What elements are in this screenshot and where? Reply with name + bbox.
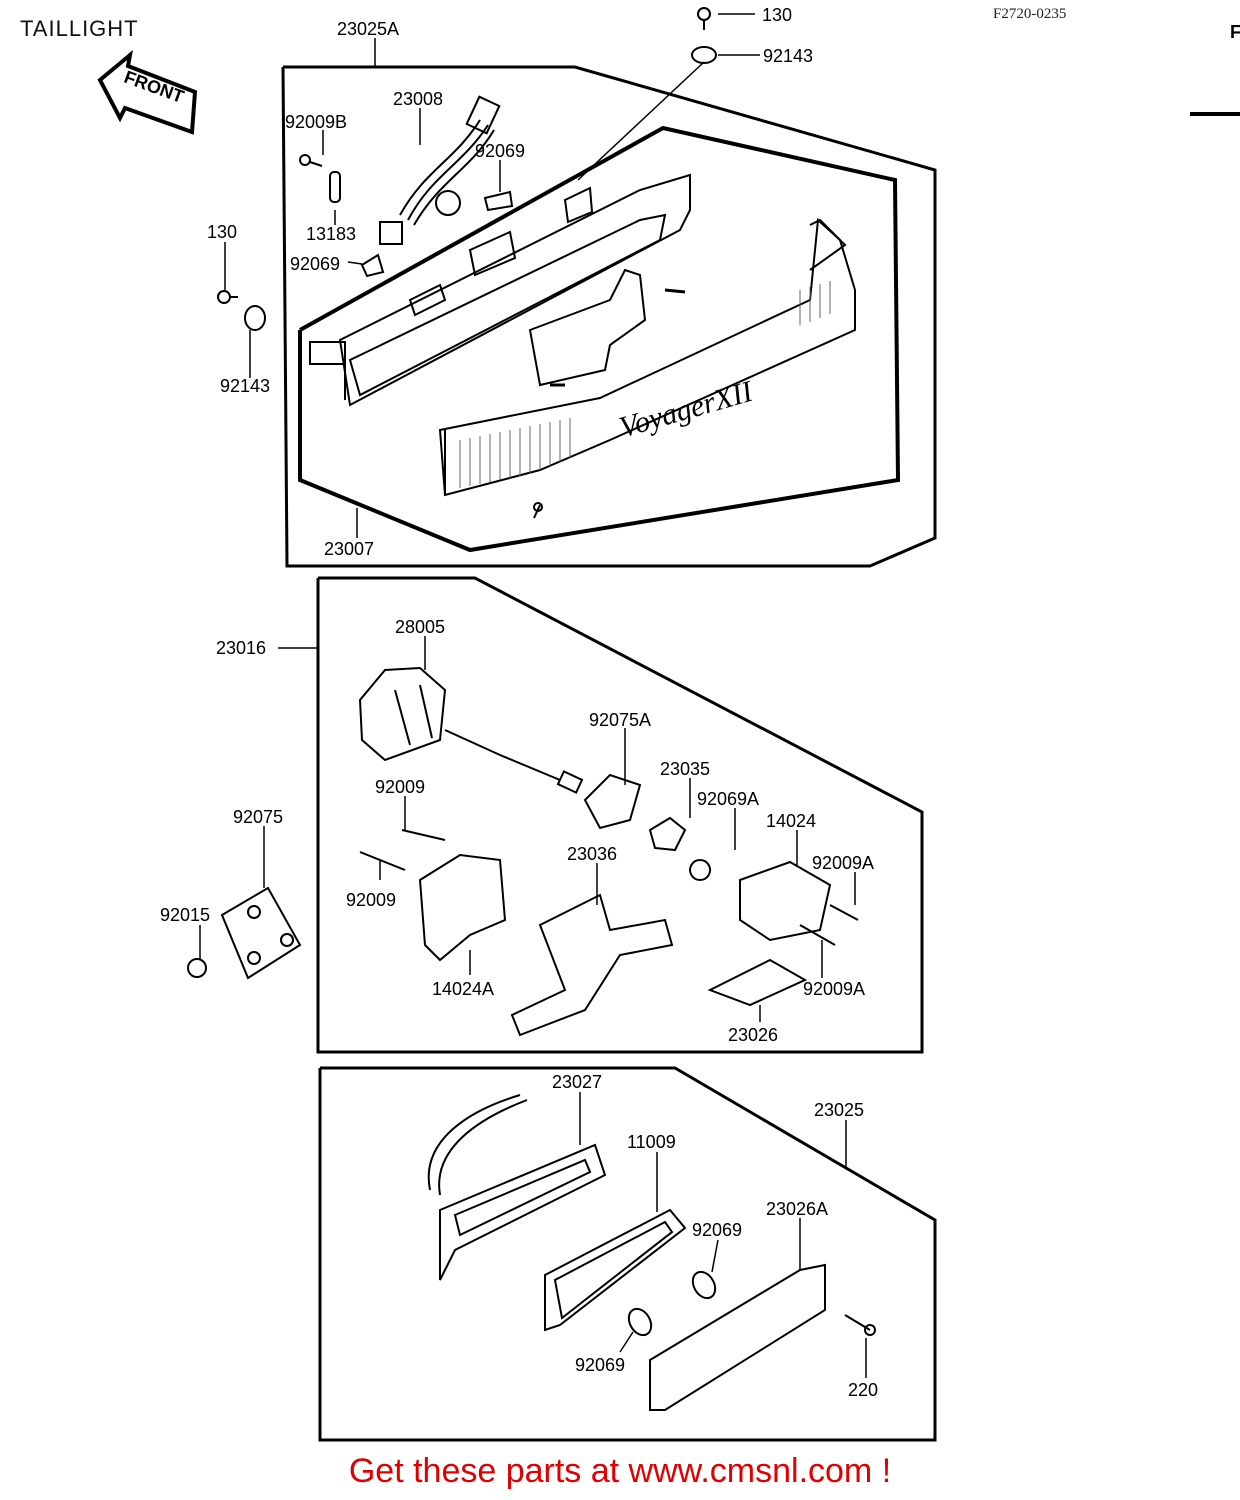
label-23027: 23027 — [552, 1072, 602, 1092]
label-92009A-b: 92009A — [803, 979, 865, 999]
box-23016 — [316, 576, 924, 1054]
label-92069-d: 92069 — [575, 1355, 625, 1375]
page-title: TAILLIGHT — [20, 16, 139, 41]
front-arrow: FRONT — [97, 49, 198, 135]
box-23025A — [281, 65, 937, 568]
label-92009A-a: 92009A — [812, 853, 874, 873]
label-92143-top: 92143 — [763, 46, 813, 66]
label-23025A: 23025A — [337, 19, 399, 39]
label-92069-c: 92069 — [692, 1220, 742, 1240]
clipped-column-rule — [1190, 112, 1240, 116]
figure-code: F2720-0235 — [993, 6, 1067, 22]
signal-light-parts — [427, 1094, 876, 1411]
license-light-parts — [358, 666, 859, 1037]
label-130-left: 130 — [207, 222, 237, 242]
label-92009-b: 92009 — [346, 890, 396, 910]
label-130-top: 130 — [762, 5, 792, 25]
label-92009-a: 92009 — [375, 777, 425, 797]
clipped-column-edge: F — [1230, 22, 1240, 42]
taillight-housing — [309, 173, 691, 407]
label-92075A: 92075A — [589, 710, 651, 730]
label-92143-left: 92143 — [220, 376, 270, 396]
footer-link[interactable]: Get these parts at www.cmsnl.com ! — [348, 1452, 892, 1490]
label-92015: 92015 — [160, 905, 210, 925]
part-labels: 130 92143 23025A 23008 92009B 92069 1318… — [160, 5, 878, 1400]
leader-lines — [199, 13, 867, 1378]
label-23036: 23036 — [567, 844, 617, 864]
label-23008: 23008 — [393, 89, 443, 109]
reflector-lens: VoyagerXII — [438, 217, 856, 497]
label-23026A: 23026A — [766, 1199, 828, 1219]
emblem-text: VoyagerXII — [616, 374, 758, 444]
box-23025 — [318, 1066, 937, 1442]
label-92075: 92075 — [233, 807, 283, 827]
label-92069-b: 92069 — [290, 254, 340, 274]
label-23007: 23007 — [324, 539, 374, 559]
label-23025: 23025 — [814, 1100, 864, 1120]
label-23016: 23016 — [216, 638, 266, 658]
wiring-harness — [379, 95, 501, 245]
label-23026: 23026 — [728, 1025, 778, 1045]
label-92069A: 92069A — [697, 789, 759, 809]
label-92069-a: 92069 — [475, 141, 525, 161]
fasteners-top — [217, 7, 717, 519]
bracket-92075 — [187, 886, 302, 980]
label-28005: 28005 — [395, 617, 445, 637]
mount-bracket — [528, 268, 686, 387]
label-14024: 14024 — [766, 811, 816, 831]
label-220: 220 — [848, 1380, 878, 1400]
label-11009: 11009 — [627, 1132, 676, 1152]
label-92009B: 92009B — [285, 112, 347, 132]
label-13183: 13183 — [306, 224, 356, 244]
label-23035: 23035 — [660, 759, 710, 779]
label-14024A: 14024A — [432, 979, 494, 999]
